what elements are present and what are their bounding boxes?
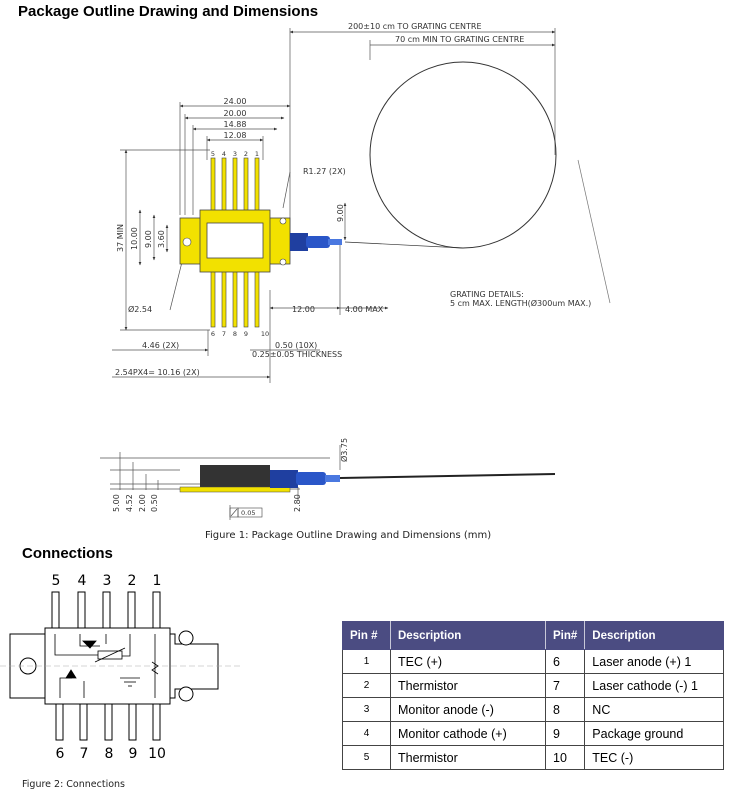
figure1-caption: Figure 1: Package Outline Drawing and Di…	[205, 530, 492, 541]
pin-description: Thermistor	[390, 745, 546, 770]
header-pin-b: Pin#	[544, 621, 586, 650]
pin-number: 9	[544, 721, 586, 746]
side-dim-050: 0.50	[150, 494, 159, 512]
header-desc-a: Description	[390, 621, 546, 650]
pin-number: 8	[544, 697, 586, 722]
table-row: 1 TEC (+) 6 Laser anode (+) 1	[342, 649, 725, 674]
conn-pin-6: 6	[56, 746, 65, 762]
conn-pin-3: 3	[103, 573, 112, 589]
conn-pin-8: 8	[105, 746, 114, 762]
conn-pin-10: 10	[148, 746, 166, 762]
header-desc-b: Description	[584, 621, 725, 650]
drawing-pin-7: 7	[222, 330, 226, 338]
conn-pin-1: 1	[153, 573, 162, 589]
drawing-pin-1: 1	[255, 150, 259, 158]
dim-9-right: 9.00	[336, 204, 345, 222]
connections-heading: Connections	[22, 545, 113, 562]
dim-hole: Ø2.54	[128, 304, 152, 314]
drawing-pin-4: 4	[222, 150, 226, 158]
dim-radius: R1.27 (2X)	[303, 167, 346, 176]
dim-20: 20.00	[224, 109, 247, 118]
grating-details-text: 5 cm MAX. LENGTH(Ø300um MAX.)	[450, 298, 591, 308]
dim-9: 9.00	[144, 230, 153, 248]
side-dim-452: 4.52	[125, 494, 134, 512]
conn-pin-2: 2	[128, 573, 137, 589]
dim-thickness: 0.25±0.05 THICKNESS	[252, 350, 342, 359]
dim-12: 12.00	[292, 305, 315, 314]
flatness-callout: 0.05	[229, 507, 263, 518]
pin-description: TEC (+)	[390, 649, 546, 674]
pin-description: Laser anode (+) 1	[584, 649, 725, 674]
drawing-pin-9: 9	[244, 330, 248, 338]
grating-details-label: GRATING DETAILS:	[450, 290, 524, 299]
figure2-caption: Figure 2: Connections	[22, 779, 125, 790]
connections-schematic: 5 4 3 2 1 6 7 8 9 10	[0, 573, 240, 762]
dim-10: 10.00	[130, 227, 139, 250]
dim-050: 0.50 (10X)	[275, 341, 317, 350]
side-dim-375: Ø3.75	[339, 438, 349, 462]
dim-1488: 14.88	[224, 120, 247, 129]
conn-pin-9: 9	[129, 746, 138, 762]
dim-446: 4.46 (2X)	[142, 341, 179, 350]
conn-pin-7: 7	[80, 746, 89, 762]
dim-37min: 37 MIN	[116, 224, 125, 252]
table-row: 5 Thermistor 10 TEC (-)	[342, 745, 725, 770]
dim-4max: 4.00 MAX	[345, 305, 384, 314]
package-outline-drawing: 5 4 3 2 1 6 7 8 9 10 200±10 cm TO GRATIN…	[100, 22, 611, 520]
conn-pin-5: 5	[52, 573, 61, 589]
drawing-pin-8: 8	[233, 330, 237, 338]
dim-pitch: 2.54PX4= 10.16 (2X)	[115, 368, 200, 377]
pin-description: Monitor anode (-)	[390, 697, 546, 722]
pin-description: Package ground	[584, 721, 725, 746]
table-row: 3 Monitor anode (-) 8 NC	[342, 697, 725, 722]
package-top-view	[179, 157, 342, 328]
table-row: 2 Thermistor 7 Laser cathode (-) 1	[342, 673, 725, 698]
conn-pin-4: 4	[78, 573, 87, 589]
pin-description: Monitor cathode (+)	[390, 721, 546, 746]
drawing-pin-3: 3	[233, 150, 237, 158]
flatness-value: 0.05	[241, 509, 255, 517]
drawing-pin-6: 6	[211, 330, 215, 338]
pin-number: 3	[342, 697, 391, 722]
drawing-pin-2: 2	[244, 150, 248, 158]
pin-description: TEC (-)	[584, 745, 725, 770]
dim-70cm: 70 cm MIN TO GRATING CENTRE	[395, 35, 524, 44]
drawing-pin-5: 5	[211, 150, 215, 158]
side-dim-280: 2.80	[293, 494, 302, 512]
dim-1208: 12.08	[224, 131, 247, 140]
package-outline-heading: Package Outline Drawing and Dimensions	[18, 3, 319, 20]
dim-24: 24.00	[224, 97, 247, 106]
pin-number: 4	[342, 721, 391, 746]
pin-number: 5	[342, 745, 391, 770]
pin-description: NC	[584, 697, 725, 722]
pin-number: 2	[342, 673, 391, 698]
pin-number: 1	[342, 649, 391, 674]
pin-number: 10	[544, 745, 586, 770]
dim-360: 3.60	[157, 230, 166, 248]
table-header-row: Pin # Description Pin# Description	[342, 621, 725, 650]
pin-number: 7	[544, 673, 586, 698]
side-dim-200: 2.00	[138, 494, 147, 512]
pin-description: Thermistor	[390, 673, 546, 698]
drawing-pin-10: 10	[261, 330, 269, 338]
pin-description-table: Pin # Description Pin# Description 1 TEC…	[342, 621, 725, 770]
dim-200cm: 200±10 cm TO GRATING CENTRE	[348, 22, 482, 31]
pin-description: Laser cathode (-) 1	[584, 673, 725, 698]
table-row: 4 Monitor cathode (+) 9 Package ground	[342, 721, 725, 746]
pin-number: 6	[544, 649, 586, 674]
header-pin-a: Pin #	[342, 621, 391, 650]
package-side-view	[179, 465, 556, 493]
side-dim-500: 5.00	[112, 494, 121, 512]
